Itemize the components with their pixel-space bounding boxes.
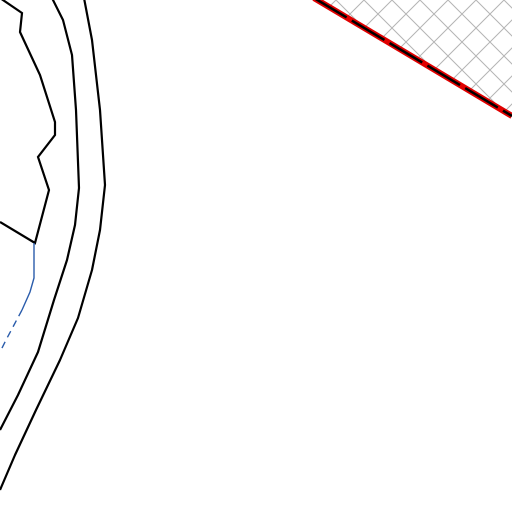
hatched-area[interactable] (312, 0, 512, 119)
parcel-boundary[interactable] (0, 0, 57, 245)
road-inner-edge[interactable] (0, 0, 81, 431)
stream-dashed[interactable] (0, 309, 23, 353)
stream-solid[interactable] (21, 243, 35, 311)
road-outer-edge[interactable] (0, 0, 107, 491)
hatched-area-border-dash (314, 0, 512, 118)
